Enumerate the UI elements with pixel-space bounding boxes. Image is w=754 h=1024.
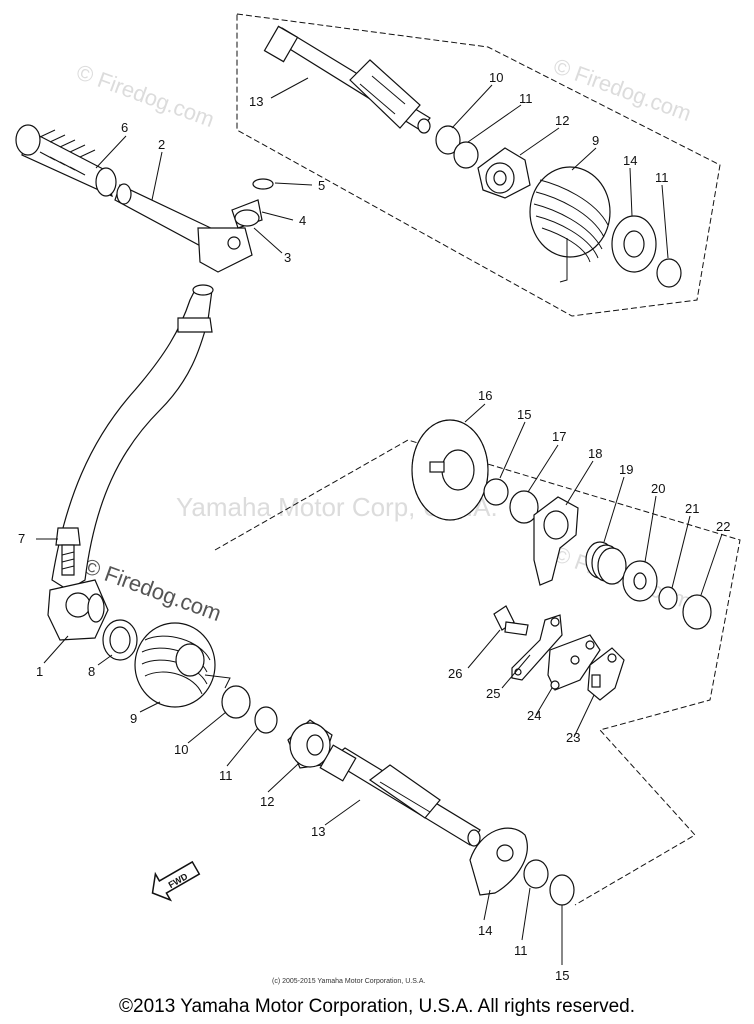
callout-16: 16 bbox=[478, 388, 492, 403]
kick-axle-bottom bbox=[319, 744, 481, 847]
ratchet-12-top bbox=[477, 147, 531, 199]
callouts: 13 10 11 12 9 14 11 6 2 5 4 3 16 15 17 1… bbox=[18, 70, 730, 983]
callout-12: 12 bbox=[555, 113, 569, 128]
callout-7: 7 bbox=[18, 531, 25, 546]
callout-11: 11 bbox=[514, 943, 528, 958]
kick-crank-1 bbox=[47, 284, 214, 641]
spring-3 bbox=[234, 209, 260, 227]
callout-22: 22 bbox=[716, 519, 730, 534]
washer-10-bottom bbox=[221, 685, 251, 719]
circlip-17 bbox=[509, 490, 539, 524]
spring-19 bbox=[585, 541, 627, 585]
callout-11: 11 bbox=[219, 768, 233, 783]
callout-11: 11 bbox=[655, 170, 669, 185]
kick-lever-2 bbox=[114, 183, 253, 273]
kick-axle-top bbox=[263, 25, 431, 134]
callout-8: 8 bbox=[88, 664, 95, 679]
washer-22 bbox=[682, 594, 712, 630]
circlip-11-bottom-b bbox=[523, 859, 549, 889]
footer-copyright: ©2013 Yamaha Motor Corporation, U.S.A. A… bbox=[119, 996, 635, 1017]
stopper-24 bbox=[547, 634, 601, 691]
callout-14: 14 bbox=[478, 923, 492, 938]
ratchet-12-bottom bbox=[287, 719, 333, 769]
callout-20: 20 bbox=[651, 481, 665, 496]
callout-13: 13 bbox=[249, 94, 263, 109]
callout-14: 14 bbox=[623, 153, 637, 168]
circlip-11-top bbox=[453, 141, 479, 169]
callout-10: 10 bbox=[174, 742, 188, 757]
callout-24: 24 bbox=[527, 708, 541, 723]
watermark-firedog: © Firedog.com bbox=[73, 59, 217, 132]
fwd-arrow-icon: FWD bbox=[151, 860, 201, 902]
callout-6: 6 bbox=[121, 120, 128, 135]
callout-2: 2 bbox=[158, 137, 165, 152]
washer-15-bottom bbox=[549, 874, 575, 906]
circlip-11-top-b bbox=[656, 258, 682, 288]
callout-17: 17 bbox=[552, 429, 566, 444]
spring-cover-14-bottom bbox=[469, 827, 528, 896]
callout-19: 19 bbox=[619, 462, 633, 477]
callout-9: 9 bbox=[592, 133, 599, 148]
clip-5 bbox=[252, 178, 274, 190]
washer-10-top bbox=[435, 125, 461, 155]
assembly-outline-bottom bbox=[214, 439, 741, 906]
callout-21: 21 bbox=[685, 501, 699, 516]
callout-1: 1 bbox=[36, 664, 43, 679]
callout-23: 23 bbox=[566, 730, 580, 745]
bolt-26 bbox=[493, 605, 529, 636]
callout-25: 25 bbox=[486, 686, 500, 701]
washer-15-mid bbox=[483, 478, 509, 506]
bolt-7 bbox=[55, 527, 81, 576]
callout-5: 5 bbox=[318, 178, 325, 193]
torsion-spring-9-top bbox=[529, 166, 611, 283]
callout-12: 12 bbox=[260, 794, 274, 809]
torsion-spring-9-bottom bbox=[134, 622, 231, 708]
circlip-21 bbox=[658, 586, 678, 610]
callout-4: 4 bbox=[299, 213, 306, 228]
oil-seal-8 bbox=[102, 619, 138, 661]
spring-cover-14-top bbox=[611, 215, 657, 273]
callout-15: 15 bbox=[517, 407, 531, 422]
callout-15: 15 bbox=[555, 968, 569, 983]
callout-9: 9 bbox=[130, 711, 137, 726]
circlip-11-bottom bbox=[254, 706, 278, 734]
ratchet-18 bbox=[533, 496, 579, 586]
kick-grip-6 bbox=[15, 124, 117, 198]
callout-11: 11 bbox=[519, 91, 533, 106]
callout-10: 10 bbox=[489, 70, 503, 85]
washer-20 bbox=[622, 560, 658, 602]
leader-lines bbox=[36, 77, 723, 965]
callout-26: 26 bbox=[448, 666, 462, 681]
assembly-outline-top bbox=[236, 13, 721, 317]
stopper-23 bbox=[587, 647, 625, 701]
diagram-copyright: (c) 2005-2015 Yamaha Motor Corporation, … bbox=[272, 978, 425, 985]
kick-gear-16 bbox=[411, 419, 489, 521]
callout-3: 3 bbox=[284, 250, 291, 265]
callout-18: 18 bbox=[588, 446, 602, 461]
callout-13: 13 bbox=[311, 824, 325, 839]
